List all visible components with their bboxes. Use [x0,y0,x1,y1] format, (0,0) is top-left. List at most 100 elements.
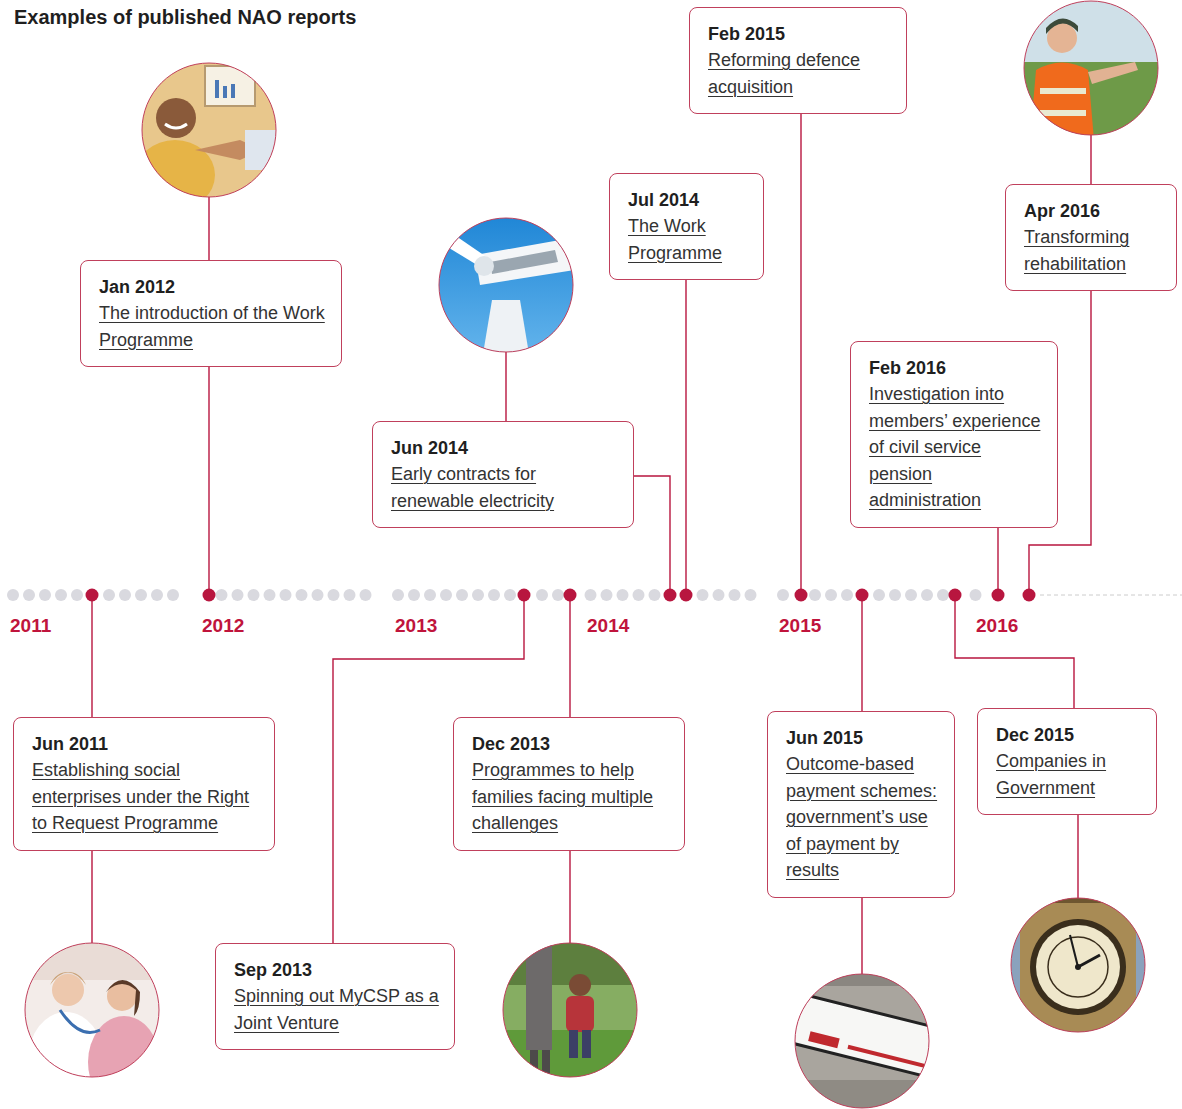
report-title: Outcome-based payment schemes: governmen… [786,751,940,884]
timeline-dot [617,589,629,601]
report-date: Dec 2013 [472,731,670,757]
leader-line [861,595,862,711]
leader-line [997,528,998,596]
photo-frame [795,974,929,1108]
timeline-dot [328,589,340,601]
timeline-dot [937,589,949,601]
report-date: Dec 2015 [996,722,1142,748]
report-title: Programmes to help families facing multi… [472,757,670,837]
timeline-dot [440,589,452,601]
report-title: Investigation into members’ experience o… [869,381,1043,514]
leader-line [505,352,506,421]
photo-street-sign [787,972,954,1109]
timeline-dot [392,589,404,601]
timeline-dot [745,589,757,601]
timeline-dot [504,589,516,601]
report-title: Companies in Government [996,748,1142,801]
timeline-dot [889,589,901,601]
report-box: Jun 2014Early contracts for renewable el… [372,421,634,528]
timeline-dot [248,589,260,601]
timeline-dot [921,589,933,601]
report-box: Dec 2015Companies in Government [977,708,1157,815]
timeline-dot [825,589,837,601]
timeline-dots [7,589,1182,602]
timeline-dot [472,589,484,601]
leader-line [569,851,570,944]
timeline-dot [360,589,372,601]
leader-line [685,280,686,595]
timeline-dot [167,589,179,601]
leader-line [208,367,209,595]
event-dot [992,589,1005,602]
timeline-dot [296,589,308,601]
timeline-dot [488,589,500,601]
report-box: Jan 2012The introduction of the Work Pro… [80,260,342,367]
report-box: Jun 2015Outcome-based payment schemes: g… [767,711,955,898]
timeline-dot [39,589,51,601]
timeline-dot [729,589,741,601]
report-date: Jun 2015 [786,725,940,751]
timeline-dot [55,589,67,601]
report-date: Apr 2016 [1024,198,1162,224]
report-date: Jan 2012 [99,274,327,300]
event-dot [664,589,677,602]
timeline-dot [970,589,982,601]
leader-line [634,476,670,595]
report-title: Reforming defence acquisition [708,47,892,100]
timeline-dot [312,589,324,601]
year-label: 2013 [395,615,437,637]
diagram-title: Examples of published NAO reports [14,6,356,29]
photo-frame [1011,898,1145,1032]
report-date: Jul 2014 [628,187,749,213]
photo-handshake [135,60,285,210]
year-label: 2011 [10,615,51,637]
timeline-dot [552,589,564,601]
timeline-dot [103,589,115,601]
report-box: Feb 2016Investigation into members’ expe… [850,341,1058,528]
report-title: Establishing social enterprises under th… [32,757,260,837]
photo-nurse [20,940,165,1108]
report-title: Transforming rehabilitation [1024,224,1162,277]
timeline-dot [601,589,613,601]
event-dot [203,589,216,602]
photo-family [500,940,640,1080]
timeline-dot [424,589,436,601]
timeline-dot [216,589,228,601]
timeline-dot [456,589,468,601]
report-box: Feb 2015Reforming defence acquisition [689,7,907,114]
timeline-dot [344,589,356,601]
report-title: Early contracts for renewable electricit… [391,461,619,514]
timeline-dot [697,589,709,601]
photo-wind-turbine [436,215,576,360]
photo-frame [142,63,276,197]
year-label: 2015 [779,615,821,637]
timeline-dot [232,589,244,601]
timeline-dot [536,589,548,601]
timeline-dot [713,589,725,601]
report-date: Feb 2016 [869,355,1043,381]
report-box: Sep 2013Spinning out MyCSP as a Joint Ve… [215,943,455,1050]
leader-line [91,595,92,717]
timeline-dot [280,589,292,601]
report-date: Sep 2013 [234,957,440,983]
leader-line [208,197,209,260]
year-label: 2016 [976,615,1018,637]
event-dot [795,589,808,602]
photo-clock-tower [1008,895,1148,1035]
leader-line [91,851,92,944]
year-label: 2012 [202,615,244,637]
report-box: Dec 2013Programmes to help families faci… [453,717,685,851]
timeline-dot [71,589,83,601]
report-box: Jun 2011Establishing social enterprises … [13,717,275,851]
event-dot [518,589,531,602]
leader-line [569,595,570,717]
timeline-dot [408,589,420,601]
timeline-dot [841,589,853,601]
photo-frame [439,218,573,352]
timeline-dot [151,589,163,601]
timeline-dot [649,589,661,601]
report-box: Apr 2016Transforming rehabilitation [1005,184,1177,291]
timeline-dot [23,589,35,601]
